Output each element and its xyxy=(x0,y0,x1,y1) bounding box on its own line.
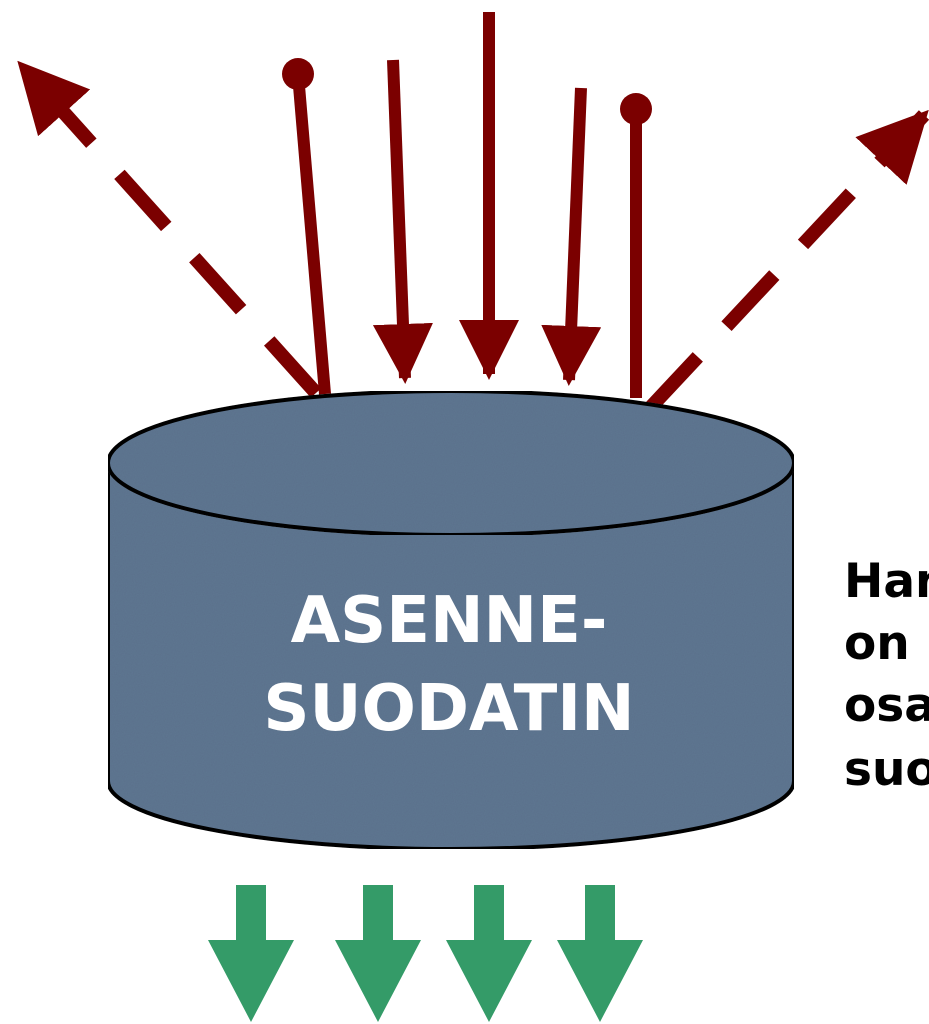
blocked-line-right-dot xyxy=(620,93,652,125)
cylinder-body xyxy=(106,461,796,851)
filter-label-line1: ASENNE- xyxy=(291,584,608,658)
output-arrow-1 xyxy=(208,885,294,1022)
output-arrow-4 xyxy=(557,885,643,1022)
blocked-line-left xyxy=(292,73,331,395)
deflected-arrow-right xyxy=(644,109,929,413)
side-text-line-1: Han xyxy=(844,554,929,609)
output-arrow-2 xyxy=(335,885,421,1022)
side-text-line-2: on xyxy=(844,616,910,671)
filter-label-line2: SUODATIN xyxy=(263,672,634,746)
blocked-line-left-dot xyxy=(282,58,314,90)
output-arrow-3 xyxy=(446,885,532,1022)
side-text-line-4: suo xyxy=(844,742,929,797)
side-text-line-3: osa xyxy=(844,678,929,733)
cylinder-top xyxy=(106,389,796,537)
filter-cylinder: ASENNE- SUODATIN xyxy=(106,389,796,851)
incoming-arrow-3 xyxy=(541,87,602,386)
deflected-arrow-left xyxy=(16,60,322,398)
incoming-arrow-1 xyxy=(372,59,433,384)
